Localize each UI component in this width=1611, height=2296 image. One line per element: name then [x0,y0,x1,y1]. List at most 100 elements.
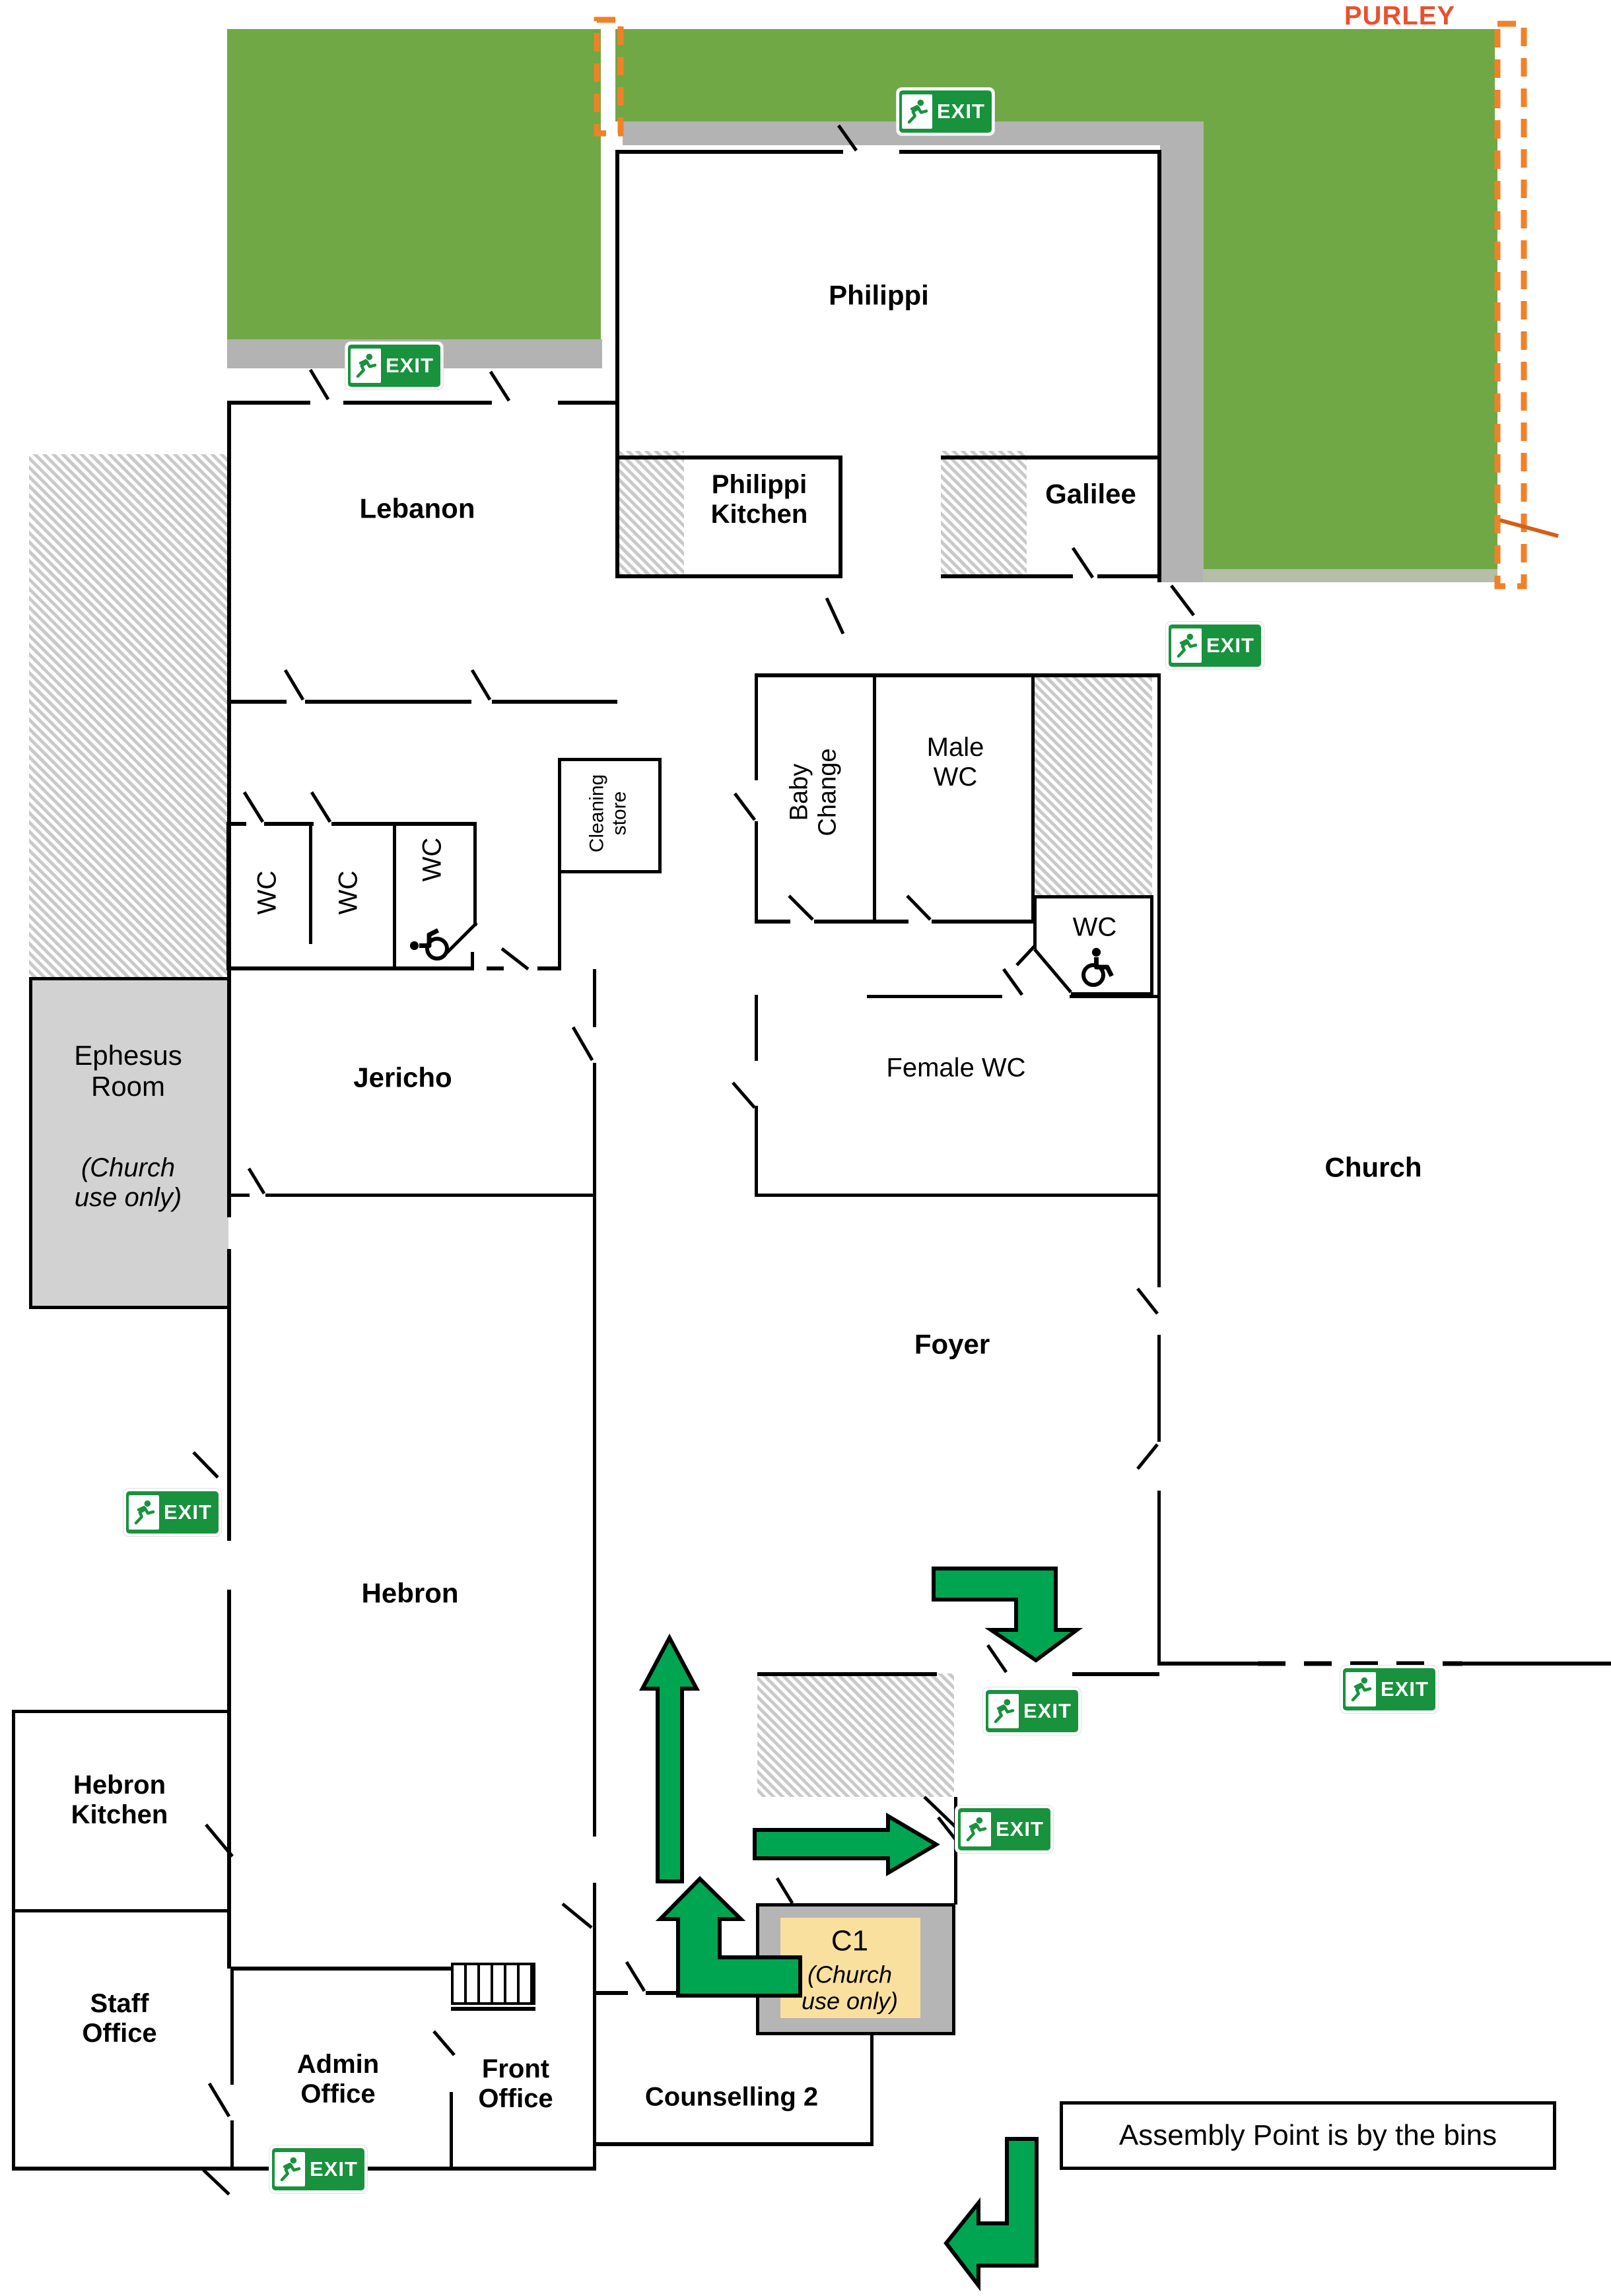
exit-door-icon [129,1495,159,1530]
running-man-icon [966,1817,987,1842]
exit-door-icon [988,1694,1019,1728]
wall [867,995,1002,998]
wall [899,150,1161,154]
wall [615,150,843,154]
wall [393,822,396,970]
wall [757,1672,937,1676]
room-label-female-wc: Female WC [886,1053,1026,1083]
wall [932,920,1035,924]
exit-sign: EXIT [1166,622,1264,669]
room-label-c1: C1 [831,1924,869,1957]
wall [331,822,475,826]
wall [227,978,231,1217]
wall [1031,673,1035,923]
wall [230,1967,534,1971]
exit-door-icon [1346,1672,1376,1706]
exit-sign: EXIT [123,1489,221,1536]
wall [755,673,758,780]
wall [755,1106,758,1195]
wall [29,1306,228,1309]
outdoor-path-edge [1203,569,1497,582]
wall [12,1909,230,1912]
exit-door-icon [275,2152,305,2186]
wall [593,969,596,1027]
exit-door-icon [351,349,381,383]
wall [755,821,758,922]
outdoor-grass [227,29,601,339]
wall [558,401,617,405]
hatched-area [941,451,1027,576]
room-label-wc-3: WC [417,837,447,882]
wall [227,1590,231,1969]
wall [1097,574,1160,578]
wall [12,1710,230,1713]
exit-sign-text: EXIT [1381,1677,1429,1701]
wall [226,822,230,970]
wall [473,822,477,926]
exit-sign-face: EXIT [272,2148,364,2190]
wall [1033,895,1037,949]
exit-sign: EXIT [345,342,443,389]
room-label-wc-1: WC [252,870,282,915]
hatched-area [615,451,684,576]
room-ephesus-fill [29,978,228,1308]
wall [227,1194,250,1197]
room-label-wc-accessible: WC [1072,912,1117,942]
wall [450,2092,453,2169]
wall [1157,673,1161,1287]
wall [615,150,619,459]
running-man-icon [994,1699,1015,1724]
purley-direction-label: PURLEY [1344,1,1456,30]
exit-door-icon [902,94,932,129]
wall [558,870,662,873]
wall [595,2142,874,2146]
room-label-counselling-2: Counselling 2 [644,2082,819,2112]
wall [558,758,561,873]
wall [593,1883,596,2169]
room-label-galilee: Galilee [1045,478,1136,510]
wall [558,758,662,761]
room-label-jericho: Jericho [353,1062,452,1093]
room-c1-label-bg [780,1918,920,2018]
wall [227,700,287,704]
running-man-icon [280,2157,301,2182]
wall [226,966,473,970]
wall [1033,895,1153,898]
wall [755,1194,1160,1197]
wall [537,966,560,970]
exit-sign-face: EXIT [126,1491,219,1534]
wall [1157,150,1161,582]
wall [1157,1662,1258,1666]
wall [230,2120,234,2169]
wall [451,2007,535,2011]
wall [941,574,1073,578]
exit-door-icon [961,1812,991,1846]
room-label-foyer: Foyer [914,1328,990,1360]
wall [1071,992,1153,996]
exit-sign: EXIT [983,1687,1081,1735]
exit-sign: EXIT [1340,1666,1438,1713]
arrow-corridor-right [753,1812,940,1877]
wall [1157,1491,1161,1665]
exit-door-icon [1171,628,1202,663]
wheelchair-icon [407,925,451,964]
outdoor-path [1160,121,1204,582]
assembly-point-note: Assembly Point is by the bins [1060,2101,1556,2170]
wall [227,1249,231,1310]
wall [615,574,842,578]
wall [343,401,492,405]
wall [29,977,228,980]
exit-sign: EXIT [897,88,994,135]
exit-sign-text: EXIT [937,100,985,123]
exit-sign: EXIT [269,2145,367,2193]
wall [230,1967,234,2085]
assembly-point-text: Assembly Point is by the bins [1118,2119,1497,2151]
wall [365,2167,596,2171]
room-label-hebron: Hebron [361,1577,459,1609]
exit-sign-face: EXIT [986,1690,1078,1732]
room-label-philippi: Philippi [829,279,929,311]
wall [646,1991,758,1995]
